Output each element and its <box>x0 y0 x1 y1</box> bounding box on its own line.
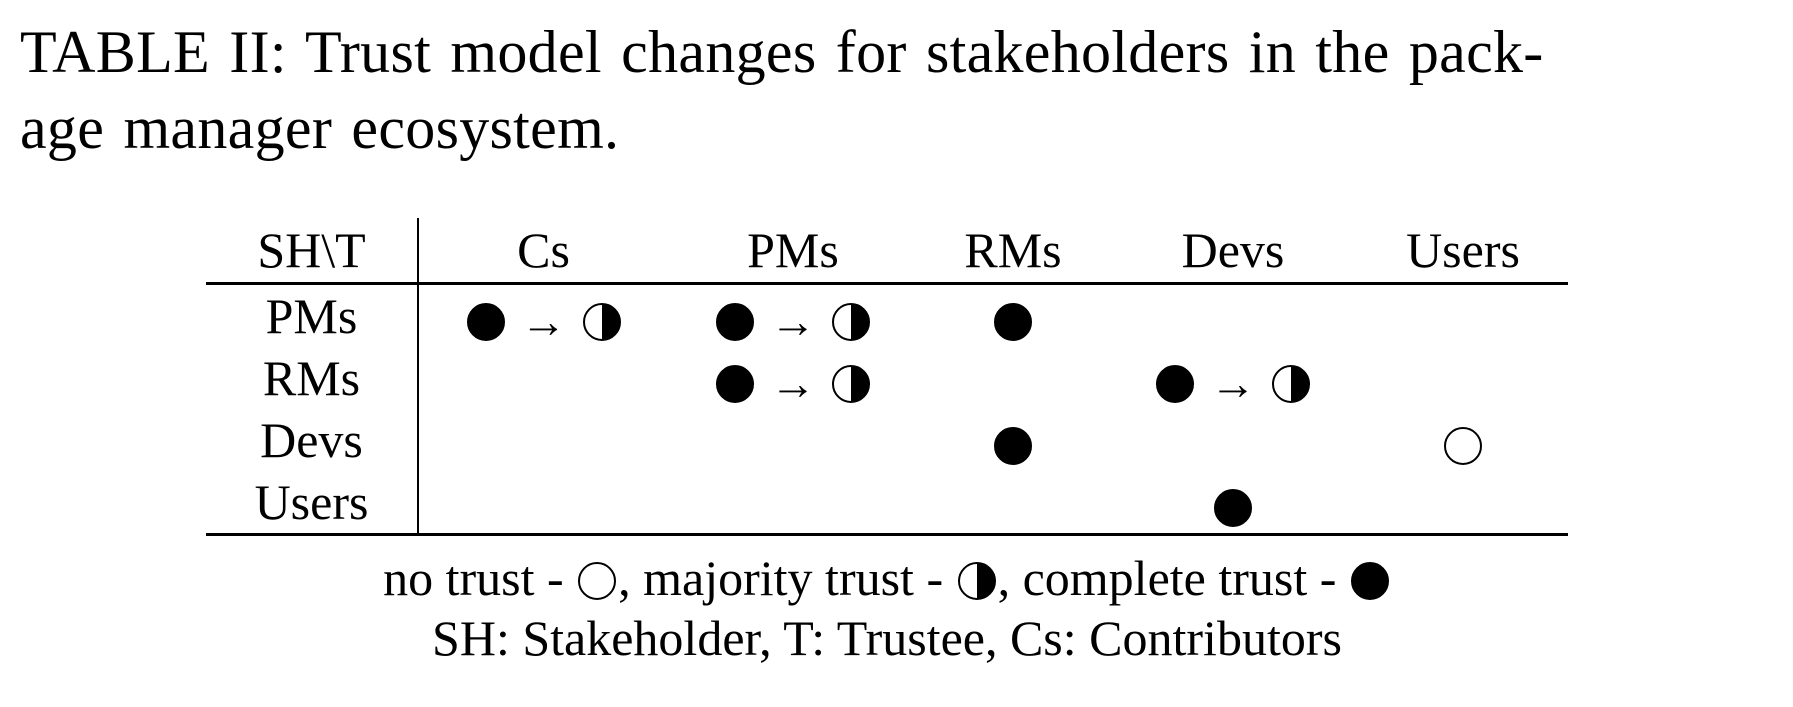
table-cell: → <box>668 284 918 348</box>
column-header: Cs <box>418 218 668 285</box>
table-cell <box>418 409 668 471</box>
legend-line-2: SH: Stakeholder, T: Trustee, Cs: Contrib… <box>432 610 1342 666</box>
legend-majority-label: , majority trust - <box>618 550 956 606</box>
trust-table: SH\T Cs PMs RMs Devs Users PMs → → RMs → → Dev… <box>206 218 1568 536</box>
table-cell <box>1108 471 1358 536</box>
filled-circle-icon <box>1214 488 1252 527</box>
table-cell <box>1358 471 1568 536</box>
filled-circle-icon <box>716 364 754 403</box>
table-caption: TABLE II: Trust model changes for stakeh… <box>20 14 1760 166</box>
filled-circle-icon <box>1156 364 1194 403</box>
column-header: Devs <box>1108 218 1358 285</box>
half-filled-circle-icon <box>1272 364 1310 403</box>
trust-change: → <box>1156 357 1310 409</box>
table-cell: → <box>418 284 668 348</box>
column-header: Users <box>1358 218 1568 285</box>
table-row: RMs → → <box>206 347 1568 409</box>
legend-line-1: no trust - , majority trust - , complete… <box>206 548 1568 608</box>
table-cell: → <box>1108 347 1358 409</box>
filled-circle-icon <box>466 302 505 341</box>
table-cell <box>668 409 918 471</box>
table-row: PMs → → <box>206 283 1568 348</box>
trust-change <box>994 426 1032 465</box>
table-cell <box>1358 284 1568 348</box>
trust-change: → <box>716 295 870 347</box>
trust-table-container: SH\T Cs PMs RMs Devs Users PMs → → RMs → → Dev… <box>206 218 1568 536</box>
empty-circle-icon <box>578 561 617 600</box>
table-cell <box>918 284 1108 348</box>
arrow-right-icon: → <box>1210 357 1256 409</box>
trust-change: → <box>716 357 870 409</box>
legend-no-trust-label: no trust - <box>383 550 577 606</box>
filled-circle-icon <box>716 302 754 341</box>
column-header: PMs <box>668 218 918 285</box>
table-cell <box>1358 409 1568 471</box>
legend-complete-label: , complete trust - <box>997 550 1349 606</box>
row-header: Users <box>206 471 419 536</box>
table-row: Devs <box>206 409 1568 471</box>
table-cell <box>418 471 668 536</box>
caption-line-1: TABLE II: Trust model changes for stakeh… <box>20 19 1544 85</box>
table-cell <box>918 409 1108 471</box>
table-cell <box>918 471 1108 536</box>
trust-change <box>1214 488 1252 527</box>
table-header-row: SH\T Cs PMs RMs Devs Users <box>206 218 1568 285</box>
table-cell <box>418 347 668 409</box>
half-filled-circle-icon <box>957 561 996 600</box>
arrow-right-icon: → <box>520 295 567 347</box>
filled-circle-icon <box>994 426 1032 465</box>
half-filled-circle-icon <box>832 364 870 403</box>
trust-change <box>994 302 1032 341</box>
empty-circle-icon <box>1444 426 1482 465</box>
trust-change: → <box>466 295 621 347</box>
arrow-right-icon: → <box>770 295 816 347</box>
row-header: Devs <box>206 409 419 471</box>
table-cell: → <box>668 347 918 409</box>
table-cell <box>668 471 918 536</box>
trust-change <box>1444 426 1482 465</box>
table-row: Users <box>206 471 1568 536</box>
corner-header: SH\T <box>206 218 419 285</box>
table-cell <box>918 347 1108 409</box>
table-cell <box>1358 347 1568 409</box>
column-header: RMs <box>918 218 1108 285</box>
table-cell <box>1108 409 1358 471</box>
half-filled-circle-icon <box>832 302 870 341</box>
row-header: RMs <box>206 347 419 409</box>
row-header: PMs <box>206 283 419 347</box>
half-filled-circle-icon <box>582 302 621 341</box>
table-cell <box>1108 284 1358 348</box>
filled-circle-icon <box>994 302 1032 341</box>
caption-line-2: age manager ecosystem. <box>20 95 620 161</box>
arrow-right-icon: → <box>770 357 816 409</box>
filled-circle-icon <box>1350 561 1389 600</box>
table-legend: no trust - , majority trust - , complete… <box>206 548 1568 668</box>
